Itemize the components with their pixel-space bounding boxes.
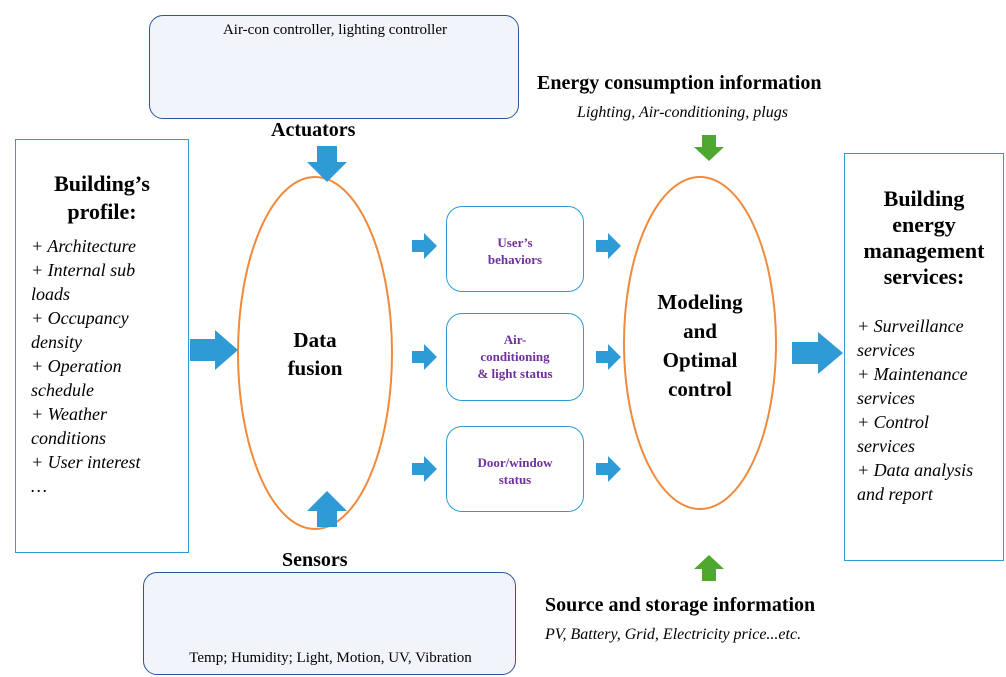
air-light-status-label: Air- conditioning & light status [447, 331, 583, 382]
actuators-panel: Air-con controller, lighting controller [149, 15, 519, 119]
list-item: + Internal sub [31, 260, 136, 280]
arrow-energy-info-down [694, 135, 724, 161]
arrow-door-to-modeling [596, 456, 621, 482]
list-item: + Data analysis [857, 460, 974, 480]
air-status-line3: & light status [477, 366, 553, 381]
energy-info-subtitle: Lighting, Air-conditioning, plugs [577, 104, 788, 121]
arrow-air-to-modeling [596, 344, 621, 370]
door-window-status-label: Door/window status [447, 454, 583, 488]
data-fusion-line1: Data [293, 328, 337, 352]
list-item: + Operation [31, 356, 122, 376]
list-item: + User interest [31, 452, 141, 472]
air-status-line2: conditioning [480, 349, 550, 364]
services-title: Building energy management services: [845, 186, 1003, 290]
arrow-fusion-to-door [412, 456, 437, 482]
data-fusion-label: Data fusion [268, 326, 362, 382]
services-title-line3: management [863, 238, 985, 263]
actuators-label: Actuators [271, 119, 356, 141]
services-box: Building energy management services: + S… [844, 153, 1004, 561]
list-item: + Architecture [31, 236, 136, 256]
sensors-caption: Temp; Humidity; Light, Motion, UV, Vibra… [189, 650, 472, 666]
air-status-line1: Air- [503, 332, 527, 347]
list-item: services [857, 436, 915, 456]
air-light-status-box: Air- conditioning & light status [446, 313, 584, 401]
users-behaviors-line2: behaviors [487, 252, 543, 267]
services-list: + Surveillance services + Maintenance se… [857, 314, 1003, 506]
source-info-title: Source and storage information [545, 594, 816, 616]
modeling-line1: Modeling [657, 290, 743, 314]
list-item: services [857, 340, 915, 360]
services-title-line2: energy [892, 212, 956, 237]
arrow-source-info-up [694, 555, 724, 581]
list-item: + Maintenance [857, 364, 968, 384]
list-item: + Surveillance [857, 316, 964, 336]
list-item: and report [857, 484, 933, 504]
modeling-line4: control [668, 377, 732, 401]
arrow-sensors-up [307, 491, 347, 527]
arrow-fusion-to-air [412, 344, 437, 370]
list-item: + Control [857, 412, 929, 432]
sensors-label: Sensors [282, 549, 348, 571]
users-behaviors-box: User’s behaviors [446, 206, 584, 292]
modeling-line2: and [683, 319, 717, 343]
modeling-ellipse [623, 176, 777, 510]
building-profile-list: + Architecture + Internal sub loads + Oc… [31, 234, 186, 498]
arrow-users-to-modeling [596, 233, 621, 259]
building-profile-title-line1: Building’s [54, 171, 150, 196]
services-title-line4: services: [883, 264, 965, 289]
list-item: density [31, 332, 82, 352]
arrow-actuators-down [307, 146, 347, 182]
modeling-label: Modeling and Optimal control [640, 288, 760, 404]
actuators-caption: Air-con controller, lighting controller [222, 22, 448, 38]
arrow-profile-to-fusion [190, 330, 238, 370]
list-item: … [31, 476, 48, 496]
list-item: conditions [31, 428, 106, 448]
list-item: + Occupancy [31, 308, 129, 328]
users-behaviors-line1: User’s [497, 235, 533, 250]
list-item: schedule [31, 380, 94, 400]
users-behaviors-label: User’s behaviors [447, 234, 583, 268]
arrow-modeling-to-services [792, 332, 843, 374]
energy-info-title: Energy consumption information [537, 72, 822, 94]
arrow-fusion-to-users [412, 233, 437, 259]
door-status-line2: status [498, 472, 532, 487]
source-info-subtitle: PV, Battery, Grid, Electricity price...e… [545, 626, 802, 643]
data-fusion-line2: fusion [287, 356, 343, 380]
building-profile-title-line2: profile: [67, 199, 137, 224]
list-item: services [857, 388, 915, 408]
services-title-line1: Building [883, 186, 965, 211]
list-item: loads [31, 284, 71, 304]
sensors-panel: Temp; Humidity; Light, Motion, UV, Vibra… [143, 572, 516, 675]
list-item: + Weather [31, 404, 107, 424]
data-fusion-ellipse [237, 176, 393, 530]
modeling-line3: Optimal [662, 348, 738, 372]
building-profile-title: Building’s profile: [16, 170, 188, 226]
door-window-status-box: Door/window status [446, 426, 584, 512]
building-profile-box: Building’s profile: + Architecture + Int… [15, 139, 189, 553]
door-status-line1: Door/window [477, 455, 553, 470]
